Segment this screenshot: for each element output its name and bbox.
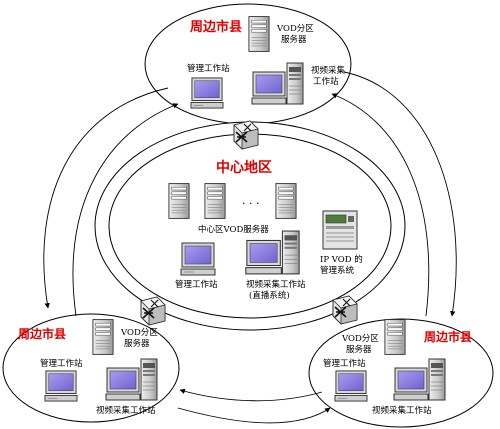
server-icon — [204, 183, 226, 219]
top-mgmt-label: 管理工作站 — [187, 63, 230, 74]
center-vod-servers-label: 中心区VOD服务器 — [198, 224, 269, 235]
arrow-top-to-right — [343, 71, 457, 317]
left-capture-label: 视频采集工作站 — [96, 405, 156, 416]
center-ipvod-label-1: IP VOD 的 — [320, 254, 363, 265]
center-mgmt-label: 管理工作站 — [175, 279, 218, 290]
server-icon — [248, 16, 270, 52]
right-capture-label: 视频采集工作站 — [372, 405, 432, 416]
top-vod-server-label-2: 服务器 — [281, 34, 307, 45]
workstation-icon — [180, 242, 216, 276]
left-mgmt-label: 管理工作站 — [40, 358, 83, 369]
arrow-left-to-right-bottom — [177, 407, 331, 424]
right-mgmt-label: 管理工作站 — [323, 358, 366, 369]
center-region-title: 中心地区 — [216, 159, 272, 176]
top-region-ellipse — [144, 3, 352, 125]
server-icon — [92, 319, 114, 355]
top-vod-server-label-1: VOD分区 — [276, 24, 314, 34]
server-icon — [168, 183, 190, 219]
workstation-icon — [190, 77, 224, 109]
arrow-right-to-top — [331, 93, 430, 317]
left-region-title: 周边市县 — [18, 326, 66, 341]
center-capture-label-2: (直播系统) — [249, 290, 290, 301]
arrow-left-to-top — [72, 103, 179, 317]
right-region-title: 周边市县 — [424, 329, 472, 344]
server-icon — [275, 183, 297, 219]
left-vod-server-label-1: VOD分区 — [120, 328, 158, 338]
server-icon — [384, 319, 406, 355]
switch-icon — [332, 295, 358, 325]
arrow-top-to-left — [43, 87, 169, 309]
ip-vod-management-icon — [322, 210, 358, 250]
center-ellipsis: · · · — [242, 197, 259, 210]
right-vod-server-label-2: 服务器 — [346, 344, 372, 355]
left-vod-server-label-2: 服务器 — [124, 338, 150, 349]
workstation-icon — [44, 370, 78, 402]
right-vod-server-label-1: VOD分区 — [341, 334, 379, 344]
workstation-icon — [334, 370, 368, 402]
top-capture-label-2: 工作站 — [313, 76, 339, 87]
center-ipvod-label-2: 管理系统 — [320, 265, 355, 276]
center-capture-label-1: 视频采集工作站 — [246, 279, 306, 290]
top-region-title: 周边市县 — [190, 19, 242, 35]
switch-icon — [233, 120, 259, 150]
top-capture-label-1: 视频采集 — [311, 65, 346, 76]
arrow-right-to-left-bottom — [179, 388, 323, 402]
switch-icon — [140, 296, 166, 326]
